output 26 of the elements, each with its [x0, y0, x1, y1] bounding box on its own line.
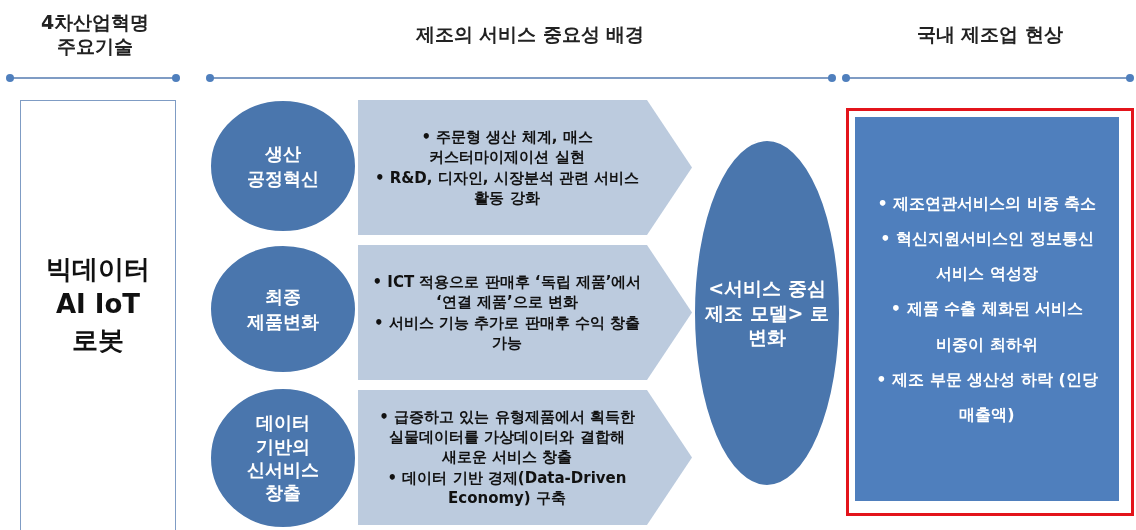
bullet-text: • 서비스 기능 추가로 판매후 수익 창출 가능 [373, 312, 641, 353]
arrow-shape [358, 100, 692, 235]
bullet-text: • 제품 수출 체화된 서비스 비중이 최하위 [889, 298, 1085, 356]
node-label: 생산 공정혁신 [246, 141, 320, 191]
bullet-text: • R&D, 디자인, 시장분석 관련 서비스 활동 강화 [373, 167, 641, 208]
bullet-text: • 제조 부문 생산성 하락 (인당 매출액) [875, 368, 1099, 426]
bullet-text: • 주문형 생산 체계, 매스 커스터마이제이션 실현 [420, 127, 594, 168]
arrow-shape [358, 245, 692, 380]
category-circle [210, 100, 356, 232]
bullet-text: • 데이터 기반 경제(Data-Driven Economy) 구축 [386, 467, 628, 509]
column-heading: 4차산업혁명 주요기술 [39, 11, 151, 59]
node-label: 데이터 기반의 신서비스 창출 [246, 411, 320, 505]
column-heading: 국내 제조업 현상 [916, 23, 1064, 47]
technology-box [20, 100, 176, 530]
node-label: 최종 제품변화 [246, 284, 320, 334]
node-label: <서비스 중심 제조 모델> 로 변화 [703, 275, 831, 351]
bullet-text: • ICT 적용으로 판매후 ‘독립 제품’에서 ‘연결 제품’으로 변화 [371, 272, 643, 313]
category-circle [210, 388, 356, 528]
node-label: 빅데이터 AI IoT 로봇 [46, 253, 150, 357]
bullet-text: • 급증하고 있는 유형제품에서 획득한 실물데이터를 가상데이터와 결합해 새로운 서비스 창출 [378, 406, 636, 468]
category-circle [210, 245, 356, 373]
bullet-text: • 혁신지원서비스인 정보통신 서비스 역성장 [879, 228, 1095, 286]
bullet-text: • 제조연관서비스의 비중 축소 [877, 192, 1097, 215]
arrow-shape [358, 390, 692, 525]
column-heading: 제조의 서비스 중요성 배경 [415, 23, 645, 47]
result-ellipse [694, 140, 840, 486]
